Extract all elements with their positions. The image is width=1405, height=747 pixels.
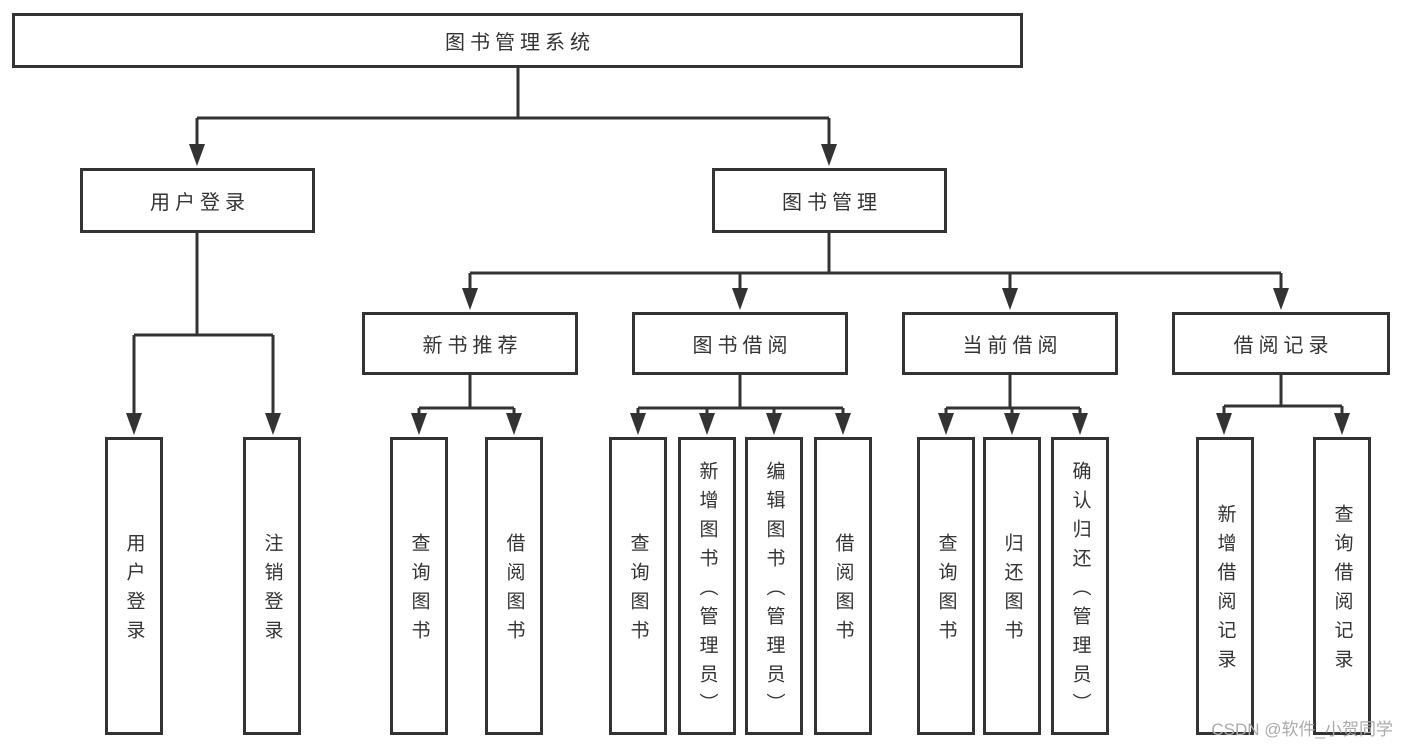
arrowhead-g1-leaf1	[411, 413, 427, 435]
leaf-query-book-recommend-label: 查询图书	[408, 533, 430, 649]
node-book-borrow: 图书借阅	[632, 312, 848, 375]
node-book-management: 图书管理	[712, 168, 947, 233]
node-new-book-recommend-label: 新书推荐	[422, 335, 523, 357]
node-borrow-records-label: 借阅记录	[1233, 335, 1334, 357]
arrowhead-g4-leaf2	[1334, 413, 1350, 435]
leaf-user-login-label: 用户登录	[123, 533, 145, 649]
node-borrow-records: 借阅记录	[1172, 312, 1390, 375]
leaf-query-book-borrow: 查询图书	[609, 437, 667, 735]
leaf-borrow-book-recommend: 借阅图书	[485, 437, 543, 735]
csdn-watermark: CSDN @软件_小贺同学	[1211, 720, 1393, 739]
arrowhead-l3-3	[1002, 288, 1018, 310]
node-root: 图书管理系统	[12, 13, 1023, 68]
arrowhead-login	[189, 144, 205, 166]
node-user-login-label: 用户登录	[150, 192, 250, 214]
leaf-confirm-return-admin: 确认归还（管理员）	[1051, 437, 1109, 735]
arrowhead-l3-2	[732, 288, 748, 310]
arrowhead-g3-leaf3	[1072, 413, 1088, 435]
leaf-logout-label: 注销登录	[261, 533, 283, 649]
leaf-query-book-current-label: 查询图书	[935, 533, 957, 649]
leaf-add-borrow-record-label: 新增借阅记录	[1214, 504, 1236, 678]
arrowhead-g2-leaf3	[766, 413, 782, 435]
arrowhead-l3-1	[462, 288, 478, 310]
leaf-query-book-recommend: 查询图书	[390, 437, 448, 735]
arrowhead-login-leaf2	[265, 413, 281, 435]
leaf-borrow-book: 借阅图书	[814, 437, 872, 735]
arrowhead-login-leaf1	[126, 413, 142, 435]
arrowhead-g3-leaf2	[1004, 413, 1020, 435]
arrowhead-l3-4	[1273, 288, 1289, 310]
arrowhead-g2-leaf4	[835, 413, 851, 435]
arrowhead-g2-leaf1	[630, 413, 646, 435]
leaf-add-book-admin: 新增图书（管理员）	[678, 437, 736, 735]
leaf-query-borrow-record: 查询借阅记录	[1313, 437, 1371, 735]
node-current-borrow-label: 当前借阅	[962, 335, 1063, 357]
leaf-return-book-label: 归还图书	[1001, 533, 1023, 649]
leaf-edit-book-admin: 编辑图书（管理员）	[745, 437, 803, 735]
leaf-edit-book-admin-label: 编辑图书（管理员）	[763, 460, 785, 722]
leaf-user-login: 用户登录	[105, 437, 163, 735]
leaf-query-borrow-record-label: 查询借阅记录	[1331, 504, 1353, 678]
leaf-confirm-return-admin-label: 确认归还（管理员）	[1069, 460, 1091, 722]
leaf-logout: 注销登录	[243, 437, 301, 735]
node-root-label: 图书管理系统	[445, 32, 595, 54]
node-user-login: 用户登录	[80, 168, 315, 233]
leaf-borrow-book-label: 借阅图书	[832, 533, 854, 649]
arrowhead-mgmt	[821, 144, 837, 166]
node-new-book-recommend: 新书推荐	[362, 312, 578, 375]
leaf-add-book-admin-label: 新增图书（管理员）	[696, 460, 718, 722]
leaf-query-book-current: 查询图书	[917, 437, 975, 735]
node-book-management-label: 图书管理	[782, 192, 882, 214]
arrowhead-g2-leaf2	[699, 413, 715, 435]
arrowhead-g1-leaf2	[506, 413, 522, 435]
node-current-borrow: 当前借阅	[902, 312, 1118, 375]
arrowhead-g3-leaf1	[938, 413, 954, 435]
arrowhead-g4-leaf1	[1216, 413, 1232, 435]
leaf-add-borrow-record: 新增借阅记录	[1196, 437, 1254, 735]
leaf-return-book: 归还图书	[983, 437, 1041, 735]
node-book-borrow-label: 图书借阅	[692, 335, 793, 357]
leaf-query-book-borrow-label: 查询图书	[627, 533, 649, 649]
leaf-borrow-book-recommend-label: 借阅图书	[503, 533, 525, 649]
